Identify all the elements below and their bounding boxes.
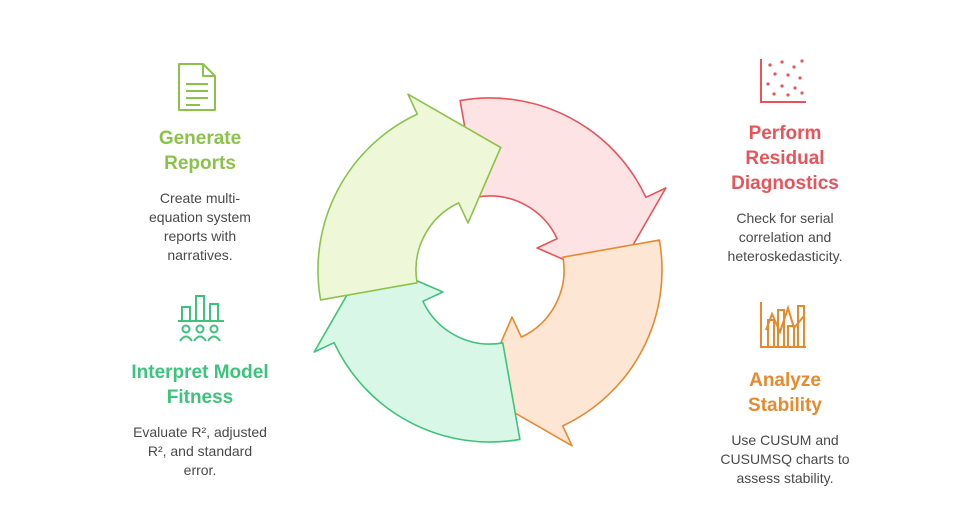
step-analyze-stability: Analyze Stability Use CUSUM and CUSUMSQ … (700, 368, 870, 488)
step-generate-reports: Generate Reports Create multi- equation … (115, 126, 285, 265)
document-icon (178, 63, 216, 111)
step-description: Use CUSUM and CUSUMSQ charts to assess s… (720, 432, 850, 486)
line-chart-icon (760, 302, 806, 348)
arrow-residual-diagnostics (459, 97, 667, 282)
step-title: Perform Residual Diagnostics (731, 123, 839, 194)
arrow-analyze-stability (478, 239, 663, 447)
arrow-interpret-model-fitness (313, 258, 521, 443)
step-title: Generate Reports (158, 128, 242, 174)
step-title: Analyze Stability (748, 370, 822, 416)
step-interpret-model-fitness: Interpret Model Fitness Evaluate R², adj… (110, 360, 290, 480)
bar-chart-people-icon (178, 295, 224, 342)
step-description: Create multi- equation system reports wi… (149, 190, 251, 263)
step-description: Evaluate R², adjusted R², and standard e… (133, 424, 267, 478)
step-title: Interpret Model Fitness (131, 362, 269, 408)
step-residual-diagnostics: Perform Residual Diagnostics Check for s… (700, 121, 870, 266)
scatter-plot-icon (760, 59, 806, 103)
step-description: Check for serial correlation and heteros… (727, 210, 843, 264)
arrow-generate-reports (317, 93, 502, 301)
